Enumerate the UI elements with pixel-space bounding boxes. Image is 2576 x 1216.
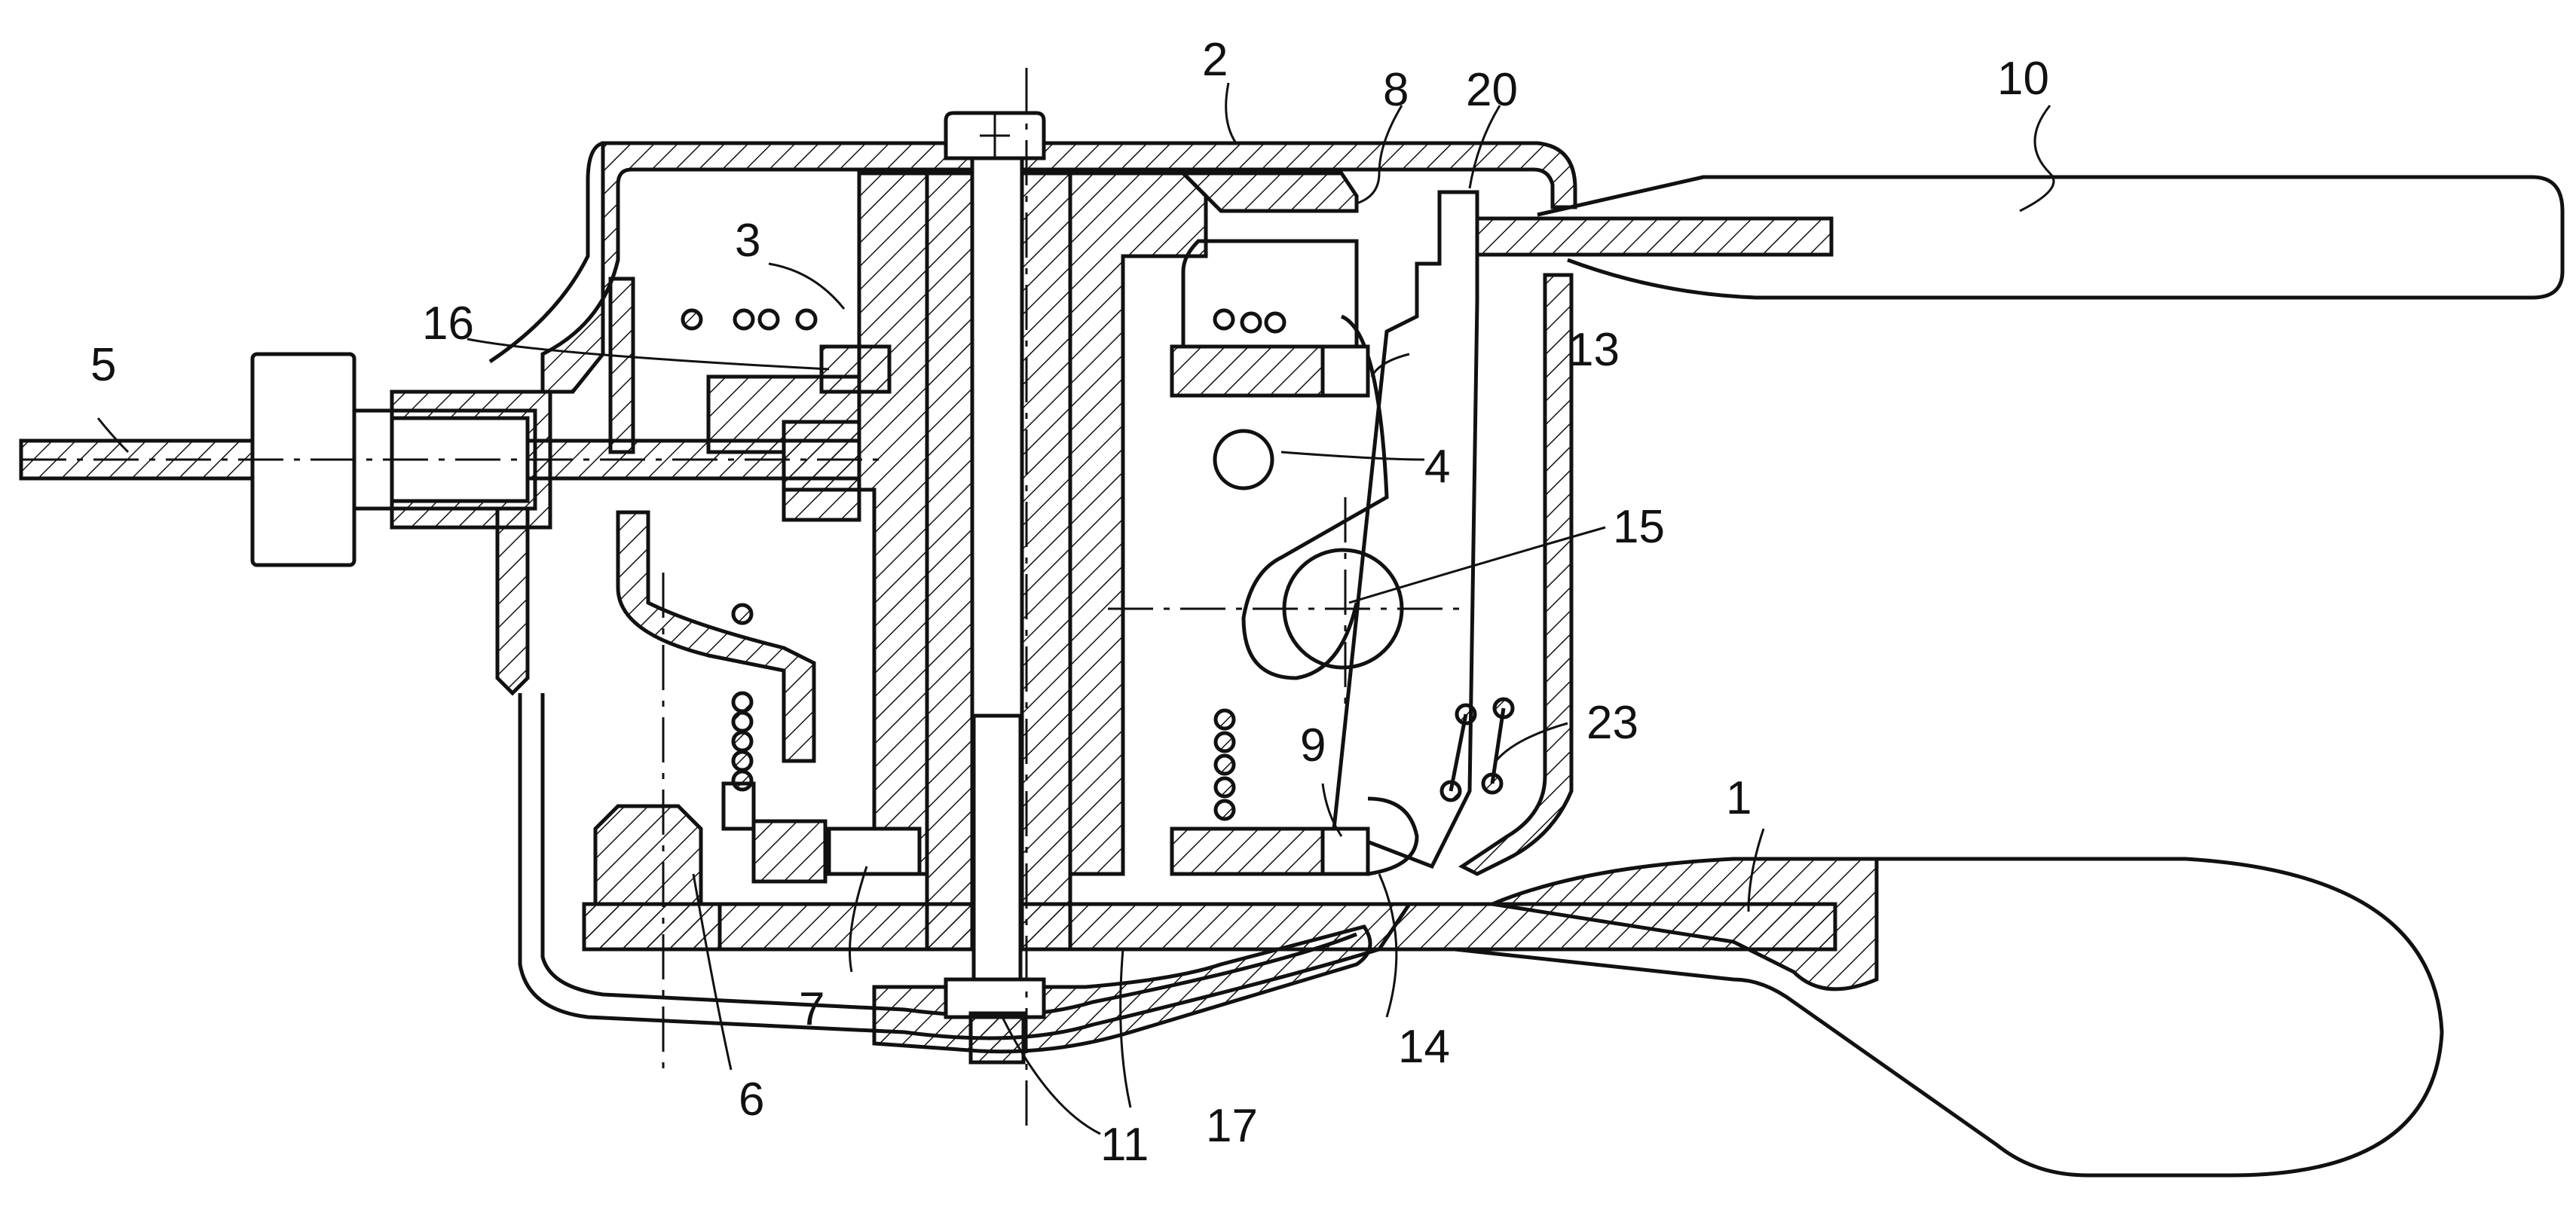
label-10: 10 [1997,53,2049,105]
label-8: 8 [1383,64,1409,116]
label-4: 4 [1424,441,1450,493]
label-11: 11 [1100,1119,1149,1171]
label-20: 20 [1466,64,1518,116]
pawl-13 [1244,192,1477,866]
label-13: 13 [1568,324,1620,376]
label-6: 6 [739,1074,764,1126]
label-15: 15 [1613,501,1665,553]
label-2: 2 [1202,34,1228,86]
label-23: 23 [1586,697,1638,749]
label-7: 7 [799,983,825,1035]
label-17: 17 [1206,1100,1258,1152]
label-1: 1 [1726,772,1751,824]
label-16: 16 [422,298,474,350]
pin-4 [1215,431,1272,488]
label-9: 9 [1300,720,1326,771]
lever-10-handle [1477,177,2562,298]
label-5: 5 [90,339,116,391]
label-3: 3 [735,215,760,267]
label-14: 14 [1398,1021,1450,1073]
